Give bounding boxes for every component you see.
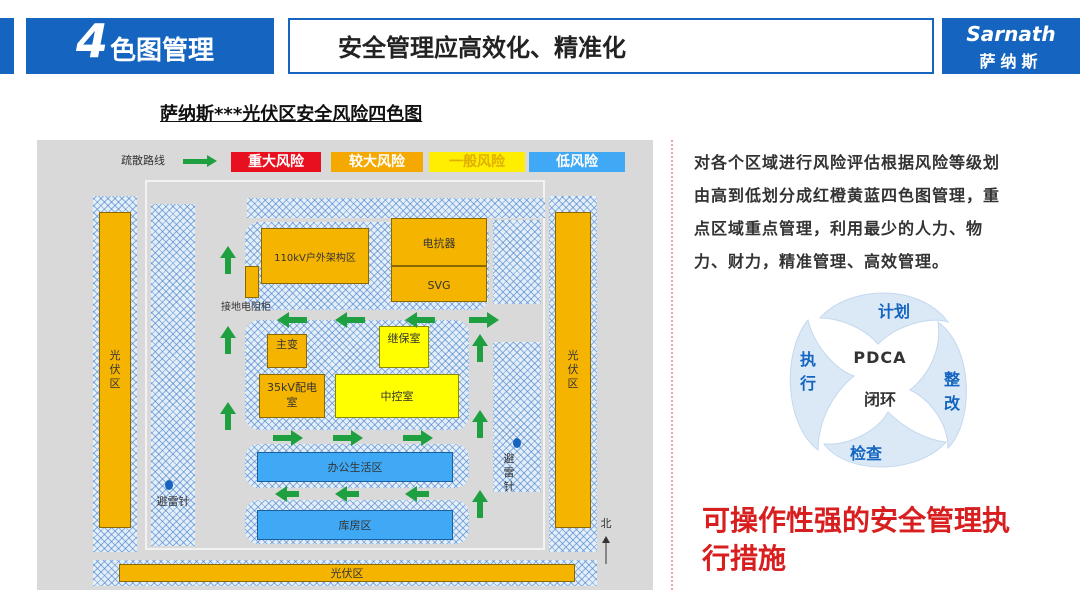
warehouse-label: 库房区 — [338, 519, 372, 532]
ground-cabinet-label: 接地电阻柜 — [221, 302, 271, 313]
lightning-rod-left-icon — [165, 480, 173, 490]
pdca-plan: 计划 — [877, 302, 910, 321]
reactor-zone: 电抗器 — [391, 218, 487, 266]
slogan: 可操作性强的安全管理执行措施 — [702, 504, 1011, 575]
outdoor-frame-zone: 110kV户外架构区 — [261, 228, 369, 284]
legend-large: 较大风险 — [331, 152, 423, 172]
risk-map: 疏散路线 重大风险 较大风险 一般风险 低风险 光伏区 光伏区 光伏区 避雷针 … — [37, 140, 653, 590]
pdca-center-bottom: 闭环 — [863, 390, 896, 409]
main-transformer-zone: 主变 — [267, 334, 307, 368]
lightning-right-label: 避雷针 — [503, 452, 515, 493]
control-room-label: 中控室 — [380, 390, 414, 403]
evac-label: 疏散路线 — [121, 154, 165, 167]
slide-title-box: 安全管理应高效化、精准化 — [288, 18, 934, 74]
left-strip — [151, 204, 195, 546]
right-upper-strip — [493, 220, 541, 304]
pv-right-label: 光伏区 — [567, 349, 579, 390]
pv-bottom-label: 光伏区 — [330, 567, 364, 580]
pv-left-zone: 光伏区 — [99, 212, 131, 528]
brand-logo: Sarnath 萨纳斯 — [942, 18, 1080, 74]
logo-cn: 萨纳斯 — [979, 52, 1043, 71]
north-arrow-icon — [602, 536, 610, 564]
section-number: 4 — [76, 14, 109, 68]
pv-bottom-zone: 光伏区 — [119, 564, 575, 582]
room-35kv-label: 35kV配电室 — [267, 381, 317, 409]
control-room-zone: 中控室 — [335, 374, 459, 418]
svg-label: SVG — [427, 279, 451, 292]
map-title: 萨纳斯***光伏区安全风险四色图 — [160, 104, 423, 125]
reactor-label: 电抗器 — [422, 237, 456, 250]
slide-title: 安全管理应高效化、精准化 — [338, 33, 626, 62]
pdca-act: 整改 — [943, 370, 960, 413]
legend-major: 重大风险 — [231, 152, 321, 172]
site-fence — [145, 180, 545, 550]
office-label: 办公生活区 — [327, 461, 383, 474]
lightning-left-label: 避雷针 — [156, 495, 190, 508]
evac-arrow-icon — [183, 155, 217, 167]
section-header: 4 色图管理 — [26, 14, 274, 74]
outdoor-frame-label: 110kV户外架构区 — [274, 253, 356, 264]
logo-en: Sarnath — [966, 22, 1056, 46]
pdca-cycle-diagram — [789, 292, 967, 468]
section-title: 色图管理 — [110, 36, 215, 66]
divider-line — [671, 140, 673, 590]
top-strip — [247, 198, 545, 218]
office-zone: 办公生活区 — [257, 452, 453, 482]
warehouse-zone: 库房区 — [257, 510, 453, 540]
lightning-rod-right-icon — [513, 438, 521, 448]
pdca-center-top: PDCA — [853, 348, 907, 367]
main-transformer-label: 主变 — [276, 338, 298, 351]
pdca-check: 检查 — [849, 444, 882, 463]
header-left-bar — [0, 18, 14, 74]
legend-low: 低风险 — [529, 152, 625, 172]
pv-left-label: 光伏区 — [109, 349, 121, 390]
svg-zone: SVG — [391, 266, 487, 302]
evac-arrows — [220, 246, 499, 518]
legend-general: 一般风险 — [429, 152, 525, 172]
relay-room-zone: 继保室 — [379, 326, 429, 368]
room-35kv-zone: 35kV配电室 — [259, 374, 325, 418]
relay-room-label: 继保室 — [387, 332, 421, 345]
right-strip — [493, 342, 541, 492]
pv-right-zone: 光伏区 — [555, 212, 591, 528]
north-label: 北 — [600, 517, 612, 530]
pdca-do: 执行 — [799, 350, 816, 393]
description-paragraph: 对各个区域进行风险评估根据风险等级划由高到低划分成红橙黄蓝四色图管理，重点区域重… — [694, 153, 1001, 271]
ground-cabinet-zone — [245, 266, 259, 298]
